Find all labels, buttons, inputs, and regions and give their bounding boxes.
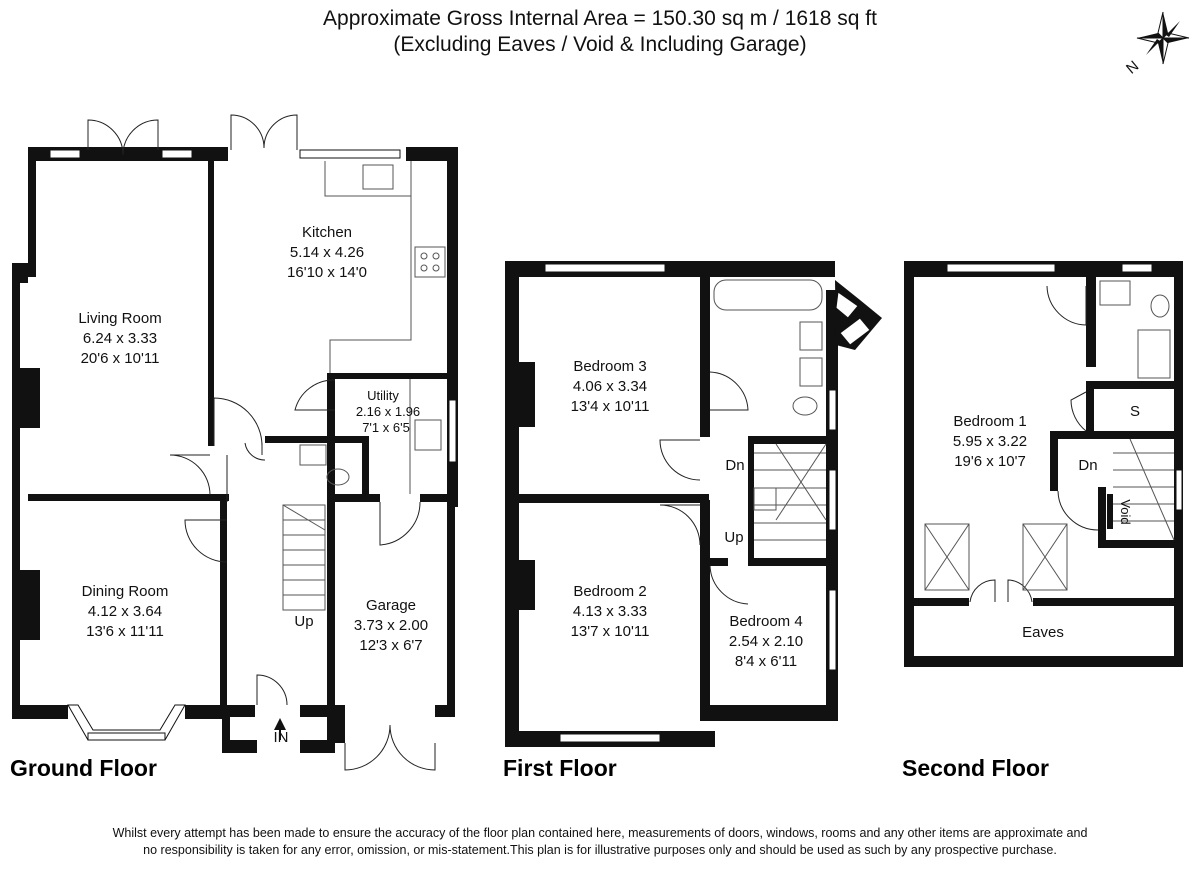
garage-imperial: 12'3 x 6'7 <box>359 637 422 654</box>
second-stair-dn-label: Dn <box>1078 457 1097 474</box>
ground-floor-plan <box>12 114 458 771</box>
bedroom-1-name: Bedroom 1 <box>953 413 1026 430</box>
disclaimer-line-1: Whilst every attempt has been made to en… <box>112 826 1088 840</box>
first-stair-up-label: Up <box>724 529 743 546</box>
dining-room-imperial: 13'6 x 11'11 <box>86 623 164 640</box>
garage-metric: 3.73 x 2.00 <box>354 617 428 634</box>
first-floor-plan <box>505 261 882 747</box>
utility-imperial: 7'1 x 6'5 <box>362 420 410 435</box>
entrance-label: IN <box>274 729 289 746</box>
ground-floor-label: Ground Floor <box>10 755 157 781</box>
bedroom-1-metric: 5.95 x 3.22 <box>953 433 1027 450</box>
ground-stair-up-label: Up <box>294 613 313 630</box>
disclaimer-line-2: no responsibility is taken for any error… <box>143 843 1057 857</box>
bedroom-4-metric: 2.54 x 2.10 <box>729 633 803 650</box>
eaves-label: Eaves <box>1022 624 1064 641</box>
utility-name: Utility <box>367 388 399 403</box>
bedroom-2-imperial: 13'7 x 10'11 <box>571 623 650 640</box>
second-floor-plan <box>904 261 1183 667</box>
first-floor-label: First Floor <box>503 755 617 781</box>
compass-north-label: N <box>1123 58 1142 78</box>
bedroom-3-imperial: 13'4 x 10'11 <box>571 398 650 415</box>
bedroom-2-metric: 4.13 x 3.33 <box>573 603 647 620</box>
bedroom-2-name: Bedroom 2 <box>573 583 646 600</box>
void-label: Void <box>1118 499 1133 524</box>
compass-icon <box>1136 11 1190 65</box>
area-title: Approximate Gross Internal Area = 150.30… <box>323 7 877 30</box>
bedroom-1-imperial: 19'6 x 10'7 <box>954 453 1026 470</box>
living-room-metric: 6.24 x 3.33 <box>83 330 157 347</box>
utility-metric: 2.16 x 1.96 <box>356 404 420 419</box>
bedroom-4-name: Bedroom 4 <box>729 613 802 630</box>
kitchen-name: Kitchen <box>302 224 352 241</box>
kitchen-metric: 5.14 x 4.26 <box>290 244 364 261</box>
living-room-imperial: 20'6 x 10'11 <box>81 350 160 367</box>
bedroom-3-name: Bedroom 3 <box>573 358 646 375</box>
first-stair-dn-label: Dn <box>725 457 744 474</box>
second-floor-label: Second Floor <box>902 755 1049 781</box>
garage-name: Garage <box>366 597 416 614</box>
area-subtitle: (Excluding Eaves / Void & Including Gara… <box>393 33 807 56</box>
kitchen-imperial: 16'10 x 14'0 <box>287 264 367 281</box>
store-label: S <box>1130 403 1140 420</box>
bedroom-3-metric: 4.06 x 3.34 <box>573 378 647 395</box>
bedroom-4-imperial: 8'4 x 6'11 <box>735 653 797 670</box>
dining-room-name: Dining Room <box>82 583 169 600</box>
living-room-name: Living Room <box>78 310 161 327</box>
dining-room-metric: 4.12 x 3.64 <box>88 603 162 620</box>
